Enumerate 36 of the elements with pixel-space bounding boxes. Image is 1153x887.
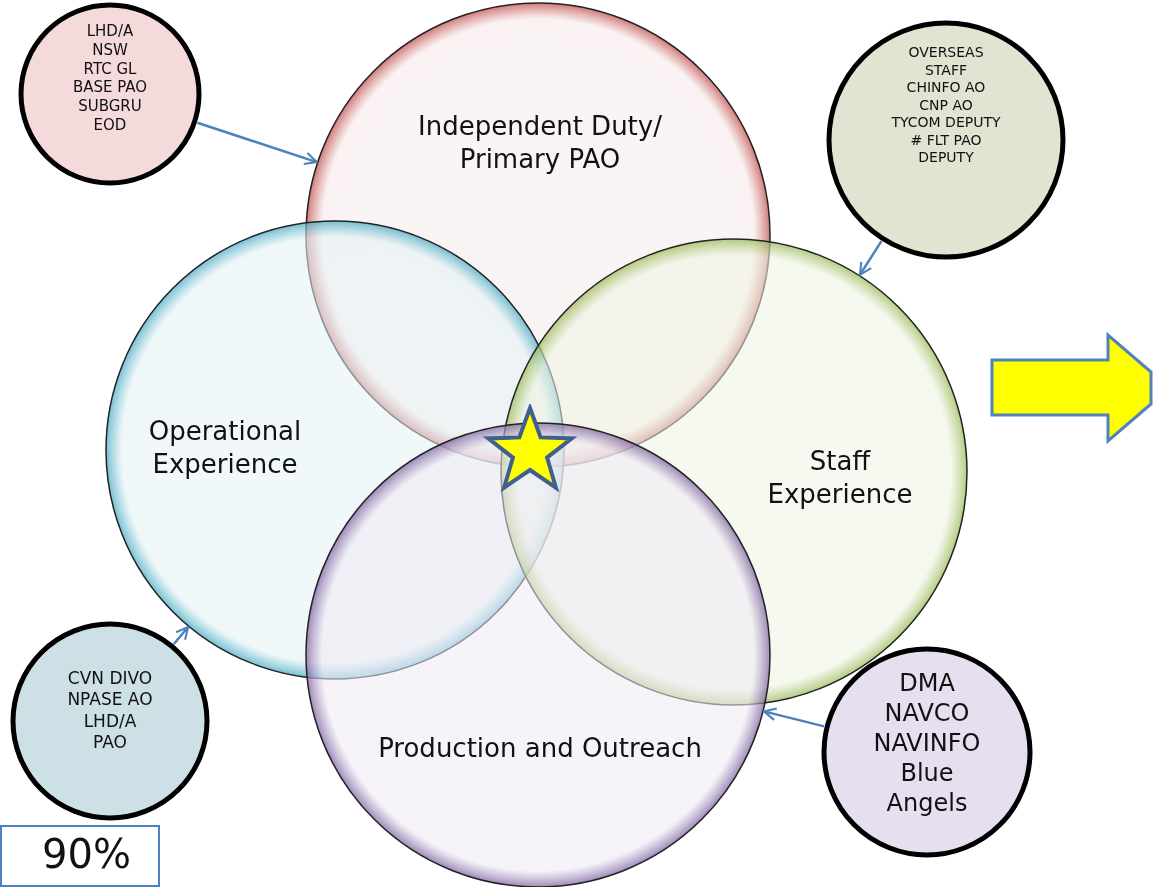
arrow — [197, 121, 318, 166]
role-text: NSW — [92, 40, 128, 60]
role-text: NPASE AO — [67, 689, 153, 711]
role-text: DMA — [899, 668, 955, 698]
role-text: Angels — [886, 788, 968, 818]
role-text: STAFF — [924, 61, 967, 79]
role-text: CVN DIVO — [67, 668, 153, 690]
arrow — [172, 625, 190, 645]
role-text: CNP AO — [919, 96, 973, 114]
role-text: CHINFO AO — [906, 79, 986, 97]
percent-box — [0, 825, 160, 887]
role-list-circle — [10, 621, 210, 821]
arrow — [763, 707, 825, 728]
role-list-circle — [826, 20, 1066, 260]
circle-title: Operational Experience — [147, 415, 303, 480]
role-text: OVERSEAS — [908, 44, 984, 62]
circle-title: Production and Outreach — [377, 732, 703, 765]
role-text: LHD/A — [86, 22, 134, 41]
role-text: NAVCO — [884, 698, 970, 728]
role-text: LHD/A — [83, 710, 137, 732]
role-text: Blue — [900, 758, 954, 788]
percent-text: 90% — [42, 830, 131, 879]
role-list-circle — [18, 2, 202, 186]
role-text: NAVINFO — [873, 728, 981, 758]
role-text: RTC GL — [83, 59, 137, 79]
role-text: DEPUTY — [918, 149, 974, 167]
role-list-circle — [821, 646, 1033, 858]
role-text: PAO — [93, 731, 127, 753]
role-text: BASE PAO — [72, 78, 148, 97]
arrow — [858, 240, 883, 276]
circle-title: Independent Duty/ Primary PAO — [417, 110, 663, 175]
role-text: TYCOM DEPUTY — [891, 114, 1001, 132]
role-text: SUBGRU — [78, 97, 142, 116]
role-text: EOD — [93, 115, 127, 135]
role-text: # FLT PAO — [910, 131, 982, 149]
circle-title: Staff Experience — [766, 445, 914, 510]
